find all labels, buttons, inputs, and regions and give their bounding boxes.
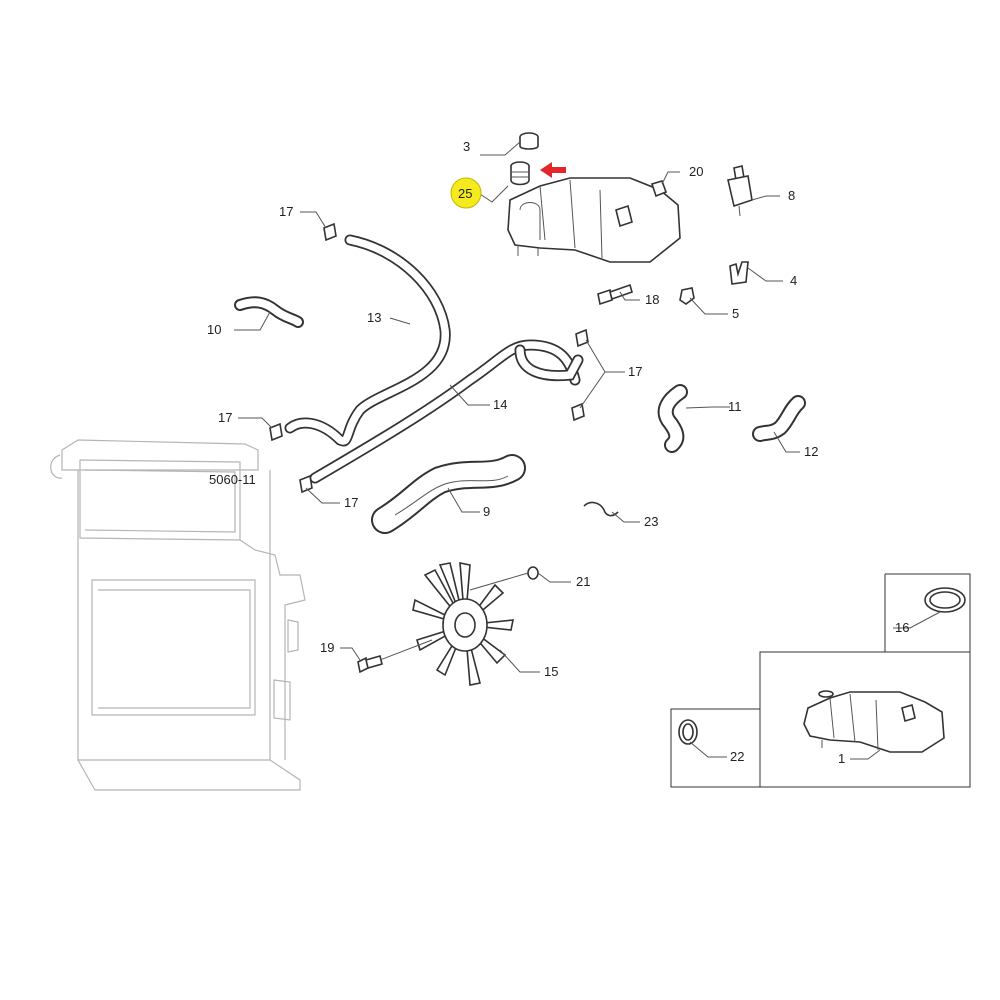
reference-code: 5060-11: [209, 472, 256, 487]
callout-4: 4: [790, 273, 797, 288]
washer-21: [527, 566, 539, 580]
clamp-17-right: [571, 328, 589, 422]
fitting-5: [679, 287, 695, 305]
inset-boxes: [670, 573, 971, 788]
callout-23: 23: [644, 514, 658, 529]
callout-21: 21: [576, 574, 590, 589]
hose-14: [309, 339, 584, 484]
callout-16: 16: [895, 620, 909, 635]
fan-15: [412, 562, 514, 686]
clamp-17-bottom: [299, 474, 313, 494]
callout-20: 20: [689, 164, 703, 179]
hose-13: [284, 234, 451, 447]
callout-11: 11: [728, 399, 742, 414]
callout-17-top: 17: [279, 204, 293, 219]
hose-12: [752, 395, 806, 442]
grommet-20: [650, 180, 668, 198]
callout-10: 10: [207, 322, 221, 337]
clip-4: [729, 261, 749, 285]
expansion-tank: [507, 177, 681, 263]
clip-23: [583, 501, 619, 517]
bolt-19: [357, 655, 383, 674]
tank-assembly-1: [803, 690, 945, 753]
callout-19: 19: [320, 640, 334, 655]
hose-10: [234, 296, 304, 328]
callout-5: 5: [732, 306, 739, 321]
callout-17-left: 17: [218, 410, 232, 425]
clamp-17-top: [323, 222, 337, 242]
cap-25: [510, 161, 530, 186]
callout-1: 1: [838, 751, 845, 766]
callout-15: 15: [544, 664, 558, 679]
callout-22: 22: [730, 749, 744, 764]
callout-12: 12: [804, 444, 818, 459]
highlight-marker: [450, 177, 482, 209]
callout-labels: 3 25 20 8 4 5 18 17 10 13 17 14 11 17 12…: [207, 139, 909, 766]
callout-17-bottom: 17: [344, 495, 358, 510]
callout-17-right: 17: [628, 364, 642, 379]
callout-14: 14: [493, 397, 507, 412]
clamp-16: [924, 587, 966, 613]
callout-18: 18: [645, 292, 659, 307]
callout-8: 8: [788, 188, 795, 203]
cap-3: [519, 132, 539, 150]
callout-9: 9: [483, 504, 490, 519]
bolt-18: [597, 283, 633, 306]
leader-lines: [234, 141, 941, 760]
ring-22: [678, 719, 698, 745]
callout-3: 3: [463, 139, 470, 154]
hose-11: [657, 384, 688, 453]
callout-13: 13: [367, 310, 381, 325]
clamp-17-left: [269, 422, 283, 442]
hose-9: [371, 454, 526, 534]
sensor-8: [727, 165, 753, 217]
callout-25: 25: [458, 186, 472, 201]
highlight-arrow: [540, 162, 566, 178]
radiator: [50, 439, 306, 791]
